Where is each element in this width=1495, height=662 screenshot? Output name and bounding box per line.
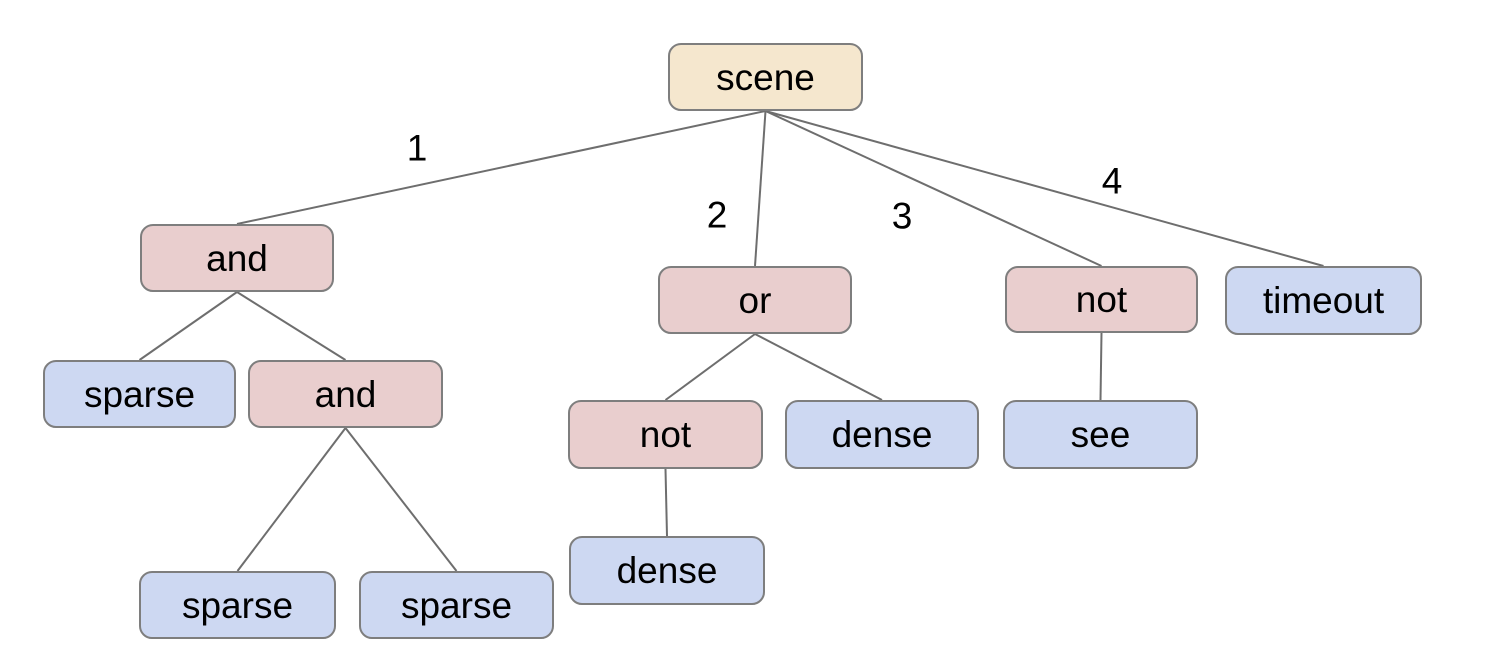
edge-label-3: 3 (891, 195, 913, 237)
tree-node-label: sparse (83, 373, 196, 415)
tree-node-label: scene (716, 56, 815, 98)
edge-label-4: 4 (1101, 160, 1123, 202)
edge-label-2: 2 (706, 194, 728, 236)
tree-node-not2: not (568, 400, 763, 469)
tree-node-label: not (639, 414, 692, 455)
tree-node-label: and (206, 237, 268, 279)
tree-node-label: sparse (181, 584, 294, 626)
edge-label-1: 1 (406, 127, 428, 169)
edge-and2-sparse3 (344, 427, 458, 572)
tree-node-timeout1: timeout (1225, 266, 1422, 335)
tree-node-label: dense (831, 414, 933, 455)
edge-scene-and1 (236, 110, 766, 225)
edge-scene-timeout1 (765, 110, 1324, 267)
edge-and1-sparse1 (138, 291, 238, 361)
tree-node-label: see (1070, 414, 1131, 455)
edge-scene-or1 (754, 110, 767, 267)
tree-node-or1: or (658, 266, 852, 334)
tree-node-label: timeout (1262, 280, 1385, 321)
edge-or1-not2 (664, 333, 756, 401)
tree-node-sparse3: sparse (359, 571, 554, 639)
edge-not1-see1 (1099, 332, 1103, 401)
tree-node-and1: and (140, 224, 334, 292)
edge-or1-dense1 (754, 333, 883, 401)
tree-node-and2: and (248, 360, 443, 428)
tree-node-label: and (314, 373, 377, 415)
tree-node-label: not (1075, 279, 1128, 320)
edge-not2-dense2 (664, 468, 668, 537)
tree-node-sparse2: sparse (139, 571, 336, 639)
tree-node-dense2: dense (569, 536, 765, 605)
tree-node-see1: see (1003, 400, 1198, 469)
tree-node-label: sparse (400, 584, 513, 626)
edge-and2-sparse2 (236, 427, 347, 572)
edge-scene-not1 (765, 110, 1102, 267)
tree-node-dense1: dense (785, 400, 979, 469)
tree-node-label: dense (616, 550, 718, 591)
tree-node-sparse1: sparse (43, 360, 236, 428)
tree-node-scene: scene (668, 43, 863, 111)
tree-node-not1: not (1005, 266, 1198, 333)
tree-node-label: or (738, 279, 772, 321)
edge-and1-and2 (236, 291, 347, 361)
